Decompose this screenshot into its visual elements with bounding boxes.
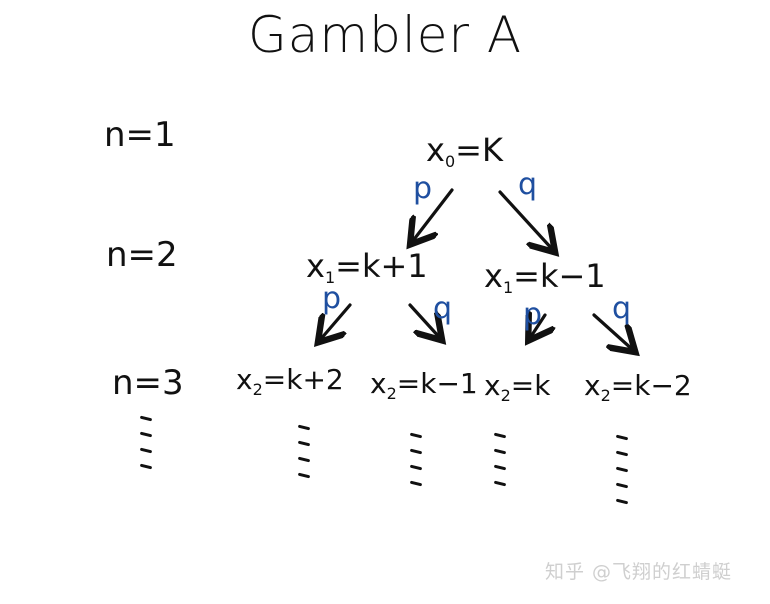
node-expr: =k <box>510 369 551 402</box>
prob-root-right: q <box>518 167 538 202</box>
edge-root-left-arrow <box>412 188 454 242</box>
node-var: x <box>306 247 325 285</box>
node-expr: =K <box>455 131 503 169</box>
prob-l1l-left: p <box>322 281 342 316</box>
prob-l1r-right: q <box>612 291 632 326</box>
continuation-dots-b <box>409 432 423 498</box>
node-l2-a: x2=k+2 <box>236 366 344 398</box>
level-label-n2: n=2 <box>106 235 178 275</box>
level-label-n1: n=1 <box>104 115 176 155</box>
continuation-dots-d <box>615 434 629 516</box>
node-sub: 2 <box>386 384 397 403</box>
node-sub: 1 <box>502 278 514 297</box>
node-l2-c: x2=k <box>484 372 550 404</box>
node-sub: 2 <box>500 386 511 405</box>
node-sub: 2 <box>600 386 611 405</box>
edge-root-right-arrow <box>498 190 553 250</box>
node-expr: =k+2 <box>262 363 344 396</box>
node-expr: =k−2 <box>610 369 692 402</box>
node-expr: =k−1 <box>396 367 478 400</box>
node-sub: 0 <box>444 152 456 171</box>
node-var: x <box>426 131 445 169</box>
node-var: x <box>484 257 503 295</box>
node-l1-right: x1=k−1 <box>484 260 606 296</box>
node-sub: 2 <box>252 380 263 399</box>
node-l2-b: x2=k−1 <box>370 370 478 402</box>
watermark: 知乎 @飞翔的红蜻蜓 <box>545 561 733 583</box>
edge-l1l-right-arrow <box>408 303 440 338</box>
continuation-dots-a <box>297 424 311 490</box>
continuation-dots-levels <box>139 415 153 481</box>
node-sub: 1 <box>324 268 336 287</box>
node-expr: =k+1 <box>335 247 428 285</box>
node-expr: =k−1 <box>513 257 606 295</box>
edge-l1l-left-arrow <box>320 303 352 340</box>
level-label-n3: n=3 <box>112 363 184 403</box>
node-l2-d: x2=k−2 <box>584 372 692 404</box>
node-root: x0=K <box>426 134 503 170</box>
node-l1-left: x1=k+1 <box>306 250 428 286</box>
node-var: x <box>484 369 501 402</box>
prob-root-left: p <box>413 171 433 206</box>
node-var: x <box>584 369 601 402</box>
node-var: x <box>236 363 253 396</box>
edge-l1r-left-arrow <box>530 315 545 338</box>
diagram-title: Gambler A <box>248 6 523 64</box>
node-var: x <box>370 367 387 400</box>
edge-l1r-right-arrow <box>592 313 633 350</box>
continuation-dots-c <box>493 432 507 498</box>
prob-l1r-left: p <box>523 297 543 332</box>
prob-l1l-right: q <box>433 291 453 326</box>
